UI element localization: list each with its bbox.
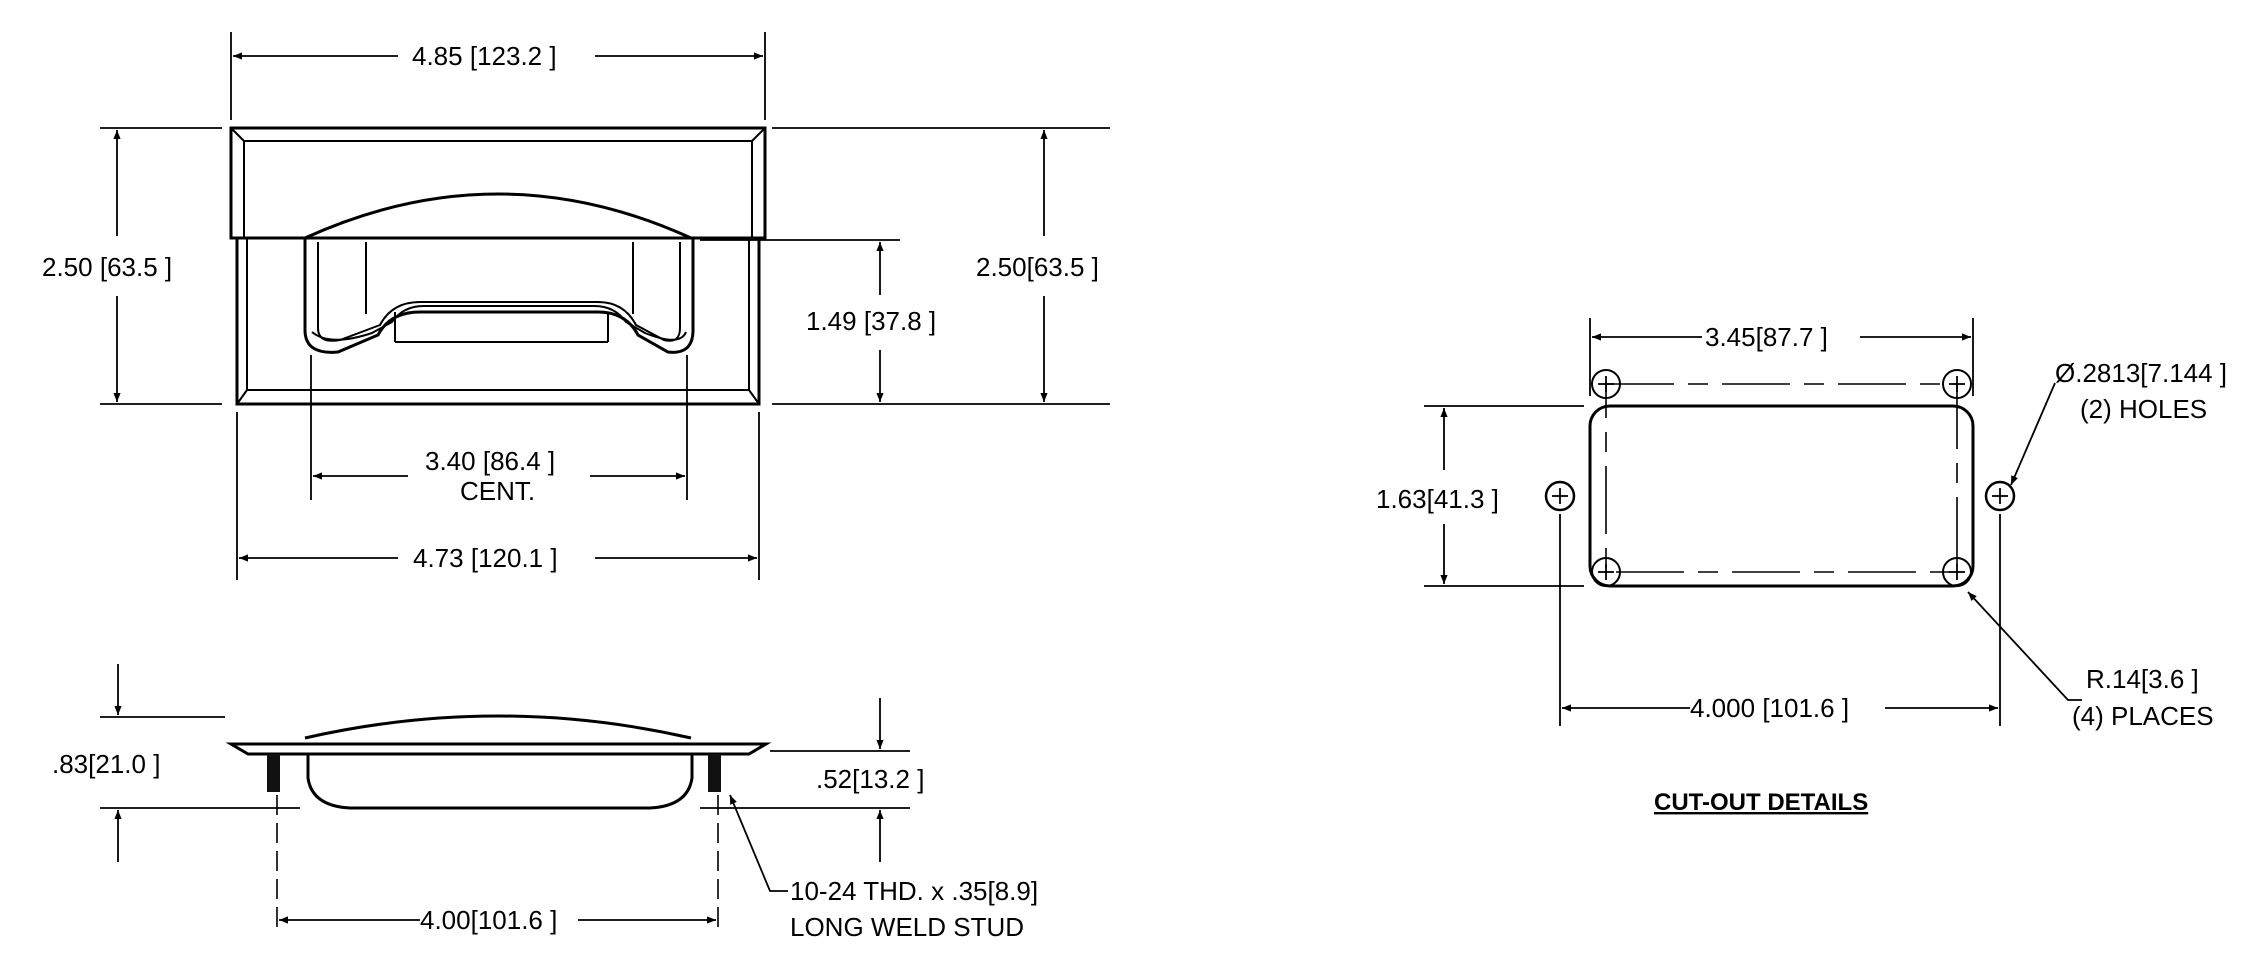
corner-centers: [1591, 369, 1972, 587]
cutout-title: CUT-OUT DETAILS: [1654, 789, 1868, 816]
dim-value: 3.45: [1705, 322, 1756, 352]
stud-note-line2: LONG WELD STUD: [790, 912, 1024, 942]
dim-value-mm: [63.5 ]: [1027, 252, 1099, 282]
svg-text:1.49 [37.8 ]: 1.49 [37.8 ]: [806, 306, 936, 336]
dim-value-mm: [101.6 ]: [471, 905, 558, 935]
handle-arch: [304, 192, 692, 240]
flange-profile: [225, 742, 772, 756]
body-inner: [246, 237, 750, 391]
dim-cutout-width: 3.45[87.7 ]: [1592, 322, 1971, 352]
weld-stud-left: [267, 754, 280, 792]
stud-note-line1: 10-24 THD. x .35[8.9]: [790, 876, 1038, 906]
dim-recess-depth: 1.49 [37.8 ]: [806, 242, 936, 402]
dim-body-width: 4.73 [120.1 ]: [239, 543, 757, 573]
side-view: .83[21.0 ] .52[13.2 ] 4.00[101.6 ] 10-24…: [52, 664, 1038, 942]
dim-value: Ø.2813: [2055, 358, 2140, 388]
dim-value: 2.50: [976, 252, 1027, 282]
dim-value-mm: [37.8 ]: [864, 306, 936, 336]
cutout-centerline: [1605, 383, 1958, 573]
dim-value-mm: [41.3 ]: [1427, 484, 1499, 514]
dim-value: 1.49: [806, 306, 857, 336]
dim-value: .83: [52, 749, 88, 779]
front-view: 4.85 [123.2 ] 2.50 [63.5 ] 2.50[63.5 ] 1…: [42, 32, 1110, 580]
dim-cutout-height: 1.63[41.3 ]: [1376, 408, 1499, 584]
dome-top: [304, 714, 692, 740]
svg-text:Ø.2813[7.144 ]: Ø.2813[7.144 ]: [2055, 358, 2227, 388]
dim-value-mm: [13.2 ]: [852, 764, 924, 794]
flange-outline: [229, 126, 767, 240]
dim-value-mm: [86.4 ]: [483, 446, 555, 476]
dim-value: .52: [816, 764, 852, 794]
dim-value: 1.63: [1376, 484, 1427, 514]
dim-stud-spacing: 4.00[101.6 ]: [279, 905, 716, 935]
mounting-holes: [1544, 480, 2016, 512]
hole-note: (2) HOLES: [2080, 394, 2207, 424]
svg-text:4.85 [123.2 ]: 4.85 [123.2 ]: [412, 41, 557, 71]
svg-text:R.14[3.6 ]: R.14[3.6 ]: [2086, 664, 2199, 694]
dim-value: 4.73: [413, 543, 464, 573]
svg-text:2.50[63.5 ]: 2.50[63.5 ]: [976, 252, 1099, 282]
radius-callout: R.14[3.6 ] (4) PLACES: [1967, 591, 2214, 731]
dim-value: R.14: [2086, 664, 2141, 694]
svg-text:.52[13.2 ]: .52[13.2 ]: [816, 764, 924, 794]
dim-overall-depth: .83[21.0 ]: [52, 664, 160, 862]
dim-value: 2.50: [42, 252, 93, 282]
weld-stud-right: [708, 754, 721, 792]
dim-value: 4.000: [1690, 693, 1755, 723]
dim-value: 4.00: [420, 905, 471, 935]
dim-value: 3.40: [425, 446, 476, 476]
svg-text:4.73 [120.1 ]: 4.73 [120.1 ]: [413, 543, 558, 573]
flange-inner-bevel: [243, 140, 753, 239]
svg-text:.83[21.0 ]: .83[21.0 ]: [52, 749, 160, 779]
dim-pan-depth: .52[13.2 ]: [816, 698, 924, 862]
dim-stud-centers: 3.40 [86.4 ] CENT.: [313, 446, 685, 506]
dim-value-mm: [120.1 ]: [471, 543, 558, 573]
dim-value-mm: [7.144 ]: [2140, 358, 2227, 388]
hole-callout: Ø.2813[7.144 ] (2) HOLES: [2010, 358, 2227, 486]
svg-text:4.00[101.6 ]: 4.00[101.6 ]: [420, 905, 557, 935]
dim-overall-width: 4.85 [123.2 ]: [233, 41, 763, 71]
dim-value-mm: [87.7 ]: [1756, 322, 1828, 352]
dim-hole-spacing: 4.000 [101.6 ]: [1562, 693, 1998, 723]
dim-value-mm: [21.0 ]: [88, 749, 160, 779]
handle-recess: [303, 238, 695, 354]
dim-value-mm: [63.5 ]: [100, 252, 172, 282]
dim-value: 4.85: [412, 41, 463, 71]
dim-value-mm: [123.2 ]: [470, 41, 557, 71]
svg-text:2.50 [63.5 ]: 2.50 [63.5 ]: [42, 252, 172, 282]
radius-note: (4) PLACES: [2072, 701, 2214, 731]
cutout-outline: [1588, 404, 1975, 588]
dim-height-right: 2.50[63.5 ]: [976, 130, 1099, 402]
svg-text:1.63[41.3 ]: 1.63[41.3 ]: [1376, 484, 1499, 514]
svg-text:4.000 [101.6 ]: 4.000 [101.6 ]: [1690, 693, 1849, 723]
stud-callout: 10-24 THD. x .35[8.9] LONG WELD STUD: [729, 794, 1038, 942]
svg-text:3.45[87.7 ]: 3.45[87.7 ]: [1705, 322, 1828, 352]
svg-text:3.40 [86.4 ]: 3.40 [86.4 ]: [425, 446, 555, 476]
dim-value-mm: [101.6 ]: [1762, 693, 1849, 723]
dim-note: CENT.: [460, 476, 535, 506]
dim-value-mm: [3.6 ]: [2141, 664, 2199, 694]
cutout-view: 3.45[87.7 ] 1.63[41.3 ] 4.000 [101.6 ] Ø…: [1376, 318, 2227, 816]
dim-height-left: 2.50 [63.5 ]: [42, 130, 172, 402]
pan-profile: [306, 754, 694, 810]
